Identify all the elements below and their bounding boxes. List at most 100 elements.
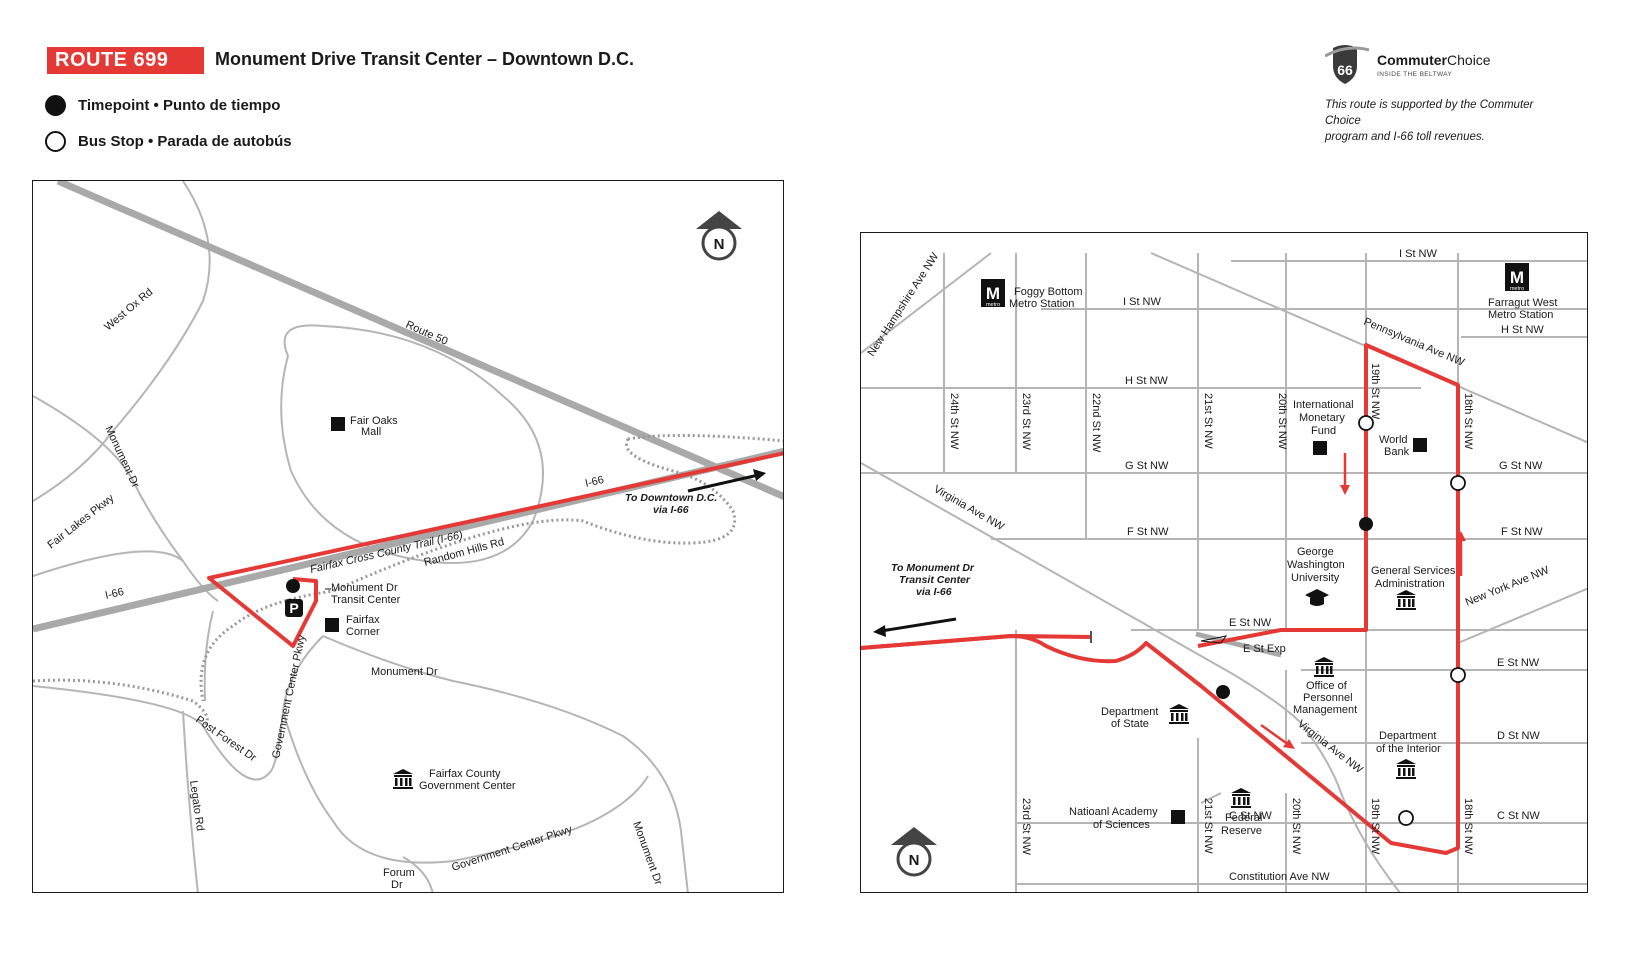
e-st-right-label: E St NW [1497, 657, 1540, 669]
f-st-left-label: F St NW [1127, 526, 1169, 538]
nas-label-1: Natioanl Academy [1069, 806, 1158, 818]
st-19-south-label: 19th St NW [1369, 798, 1381, 855]
pennsylvania-label: Pennsylvania Ave NW [1362, 316, 1467, 369]
gsa-building-icon [1396, 590, 1416, 610]
world-bank-label-2: Bank [1384, 446, 1410, 458]
federal-reserve-building-icon [1231, 788, 1251, 808]
imf-label-1: International [1293, 399, 1354, 411]
metro-word-foggy: metro [986, 302, 1000, 308]
bus-stop-icon [45, 131, 66, 152]
e-st-expressway [1195, 631, 1282, 658]
connector-south [1200, 792, 1222, 804]
cross-county-trail-east [627, 433, 783, 443]
new-york-ave [1457, 587, 1587, 644]
st-23-label: 23rd St NW [1020, 393, 1032, 450]
opm-building-icon [1314, 657, 1334, 677]
forum-label-2: Dr [391, 879, 403, 891]
to-monument-arrowhead [873, 625, 886, 637]
st-23-south-label: 23rd St NW [1020, 798, 1032, 855]
transit-center-label-2: Transit Center [331, 594, 401, 606]
direction-arrow-southeast [1260, 723, 1290, 747]
metro-letter-foggy: M [986, 284, 1000, 303]
constitution-label: Constitution Ave NW [1229, 871, 1330, 883]
graduation-cap-icon [1305, 589, 1329, 606]
i-st-top-label: I St NW [1399, 248, 1438, 260]
timepoint-19th-f [1359, 517, 1373, 531]
interior-label-1: Department [1379, 730, 1436, 742]
legend-bus-stop-label: Bus Stop • Parada de autobús [78, 133, 292, 150]
fairfax-corner-label-1: Fairfax [346, 614, 380, 626]
legend-timepoint-label: Timepoint • Punto de tiempo [78, 97, 281, 114]
fair-lakes-pkwy [33, 550, 184, 577]
north-arrow-label-dc: N [909, 852, 920, 869]
fed-label-2: Reserve [1221, 825, 1262, 837]
fair-oaks-label-1: Fair Oaks [350, 415, 398, 427]
monument-dr-se-label: Monument Dr [630, 820, 664, 887]
new-york-label: New York Ave NW [1464, 564, 1552, 609]
bus-stop-18th-e [1450, 667, 1466, 683]
state-building-icon [1169, 704, 1189, 724]
bus-stop-18th-g [1450, 475, 1466, 491]
logo-number: 66 [1337, 62, 1353, 78]
h-st-left-label: H St NW [1125, 375, 1168, 387]
imf-marker [1313, 441, 1327, 455]
fair-oaks-label-2: Mall [361, 426, 381, 438]
virginia-curve [1300, 722, 1401, 892]
forum-dr [402, 856, 434, 892]
foggy-bottom-metro-icon: M metro [981, 279, 1005, 308]
gsa-label-2: Administration [1375, 578, 1445, 590]
county-gov-building-icon [393, 769, 413, 789]
state-label-1: Department [1101, 706, 1158, 718]
bus-stop-imf [1358, 415, 1374, 431]
new-hampshire-ave [861, 252, 992, 354]
logo-name-bold: Commuter [1377, 52, 1448, 68]
map-downtown-dc: To Monument Dr Transit Center via I-66 M… [860, 232, 1588, 893]
legato-rd [182, 710, 199, 892]
state-label-2: of State [1111, 718, 1149, 730]
opm-label-2: Personnel [1303, 692, 1353, 704]
st-18-label: 18th St NW [1462, 393, 1474, 450]
funding-note: This route is supported by the Commuter … [1325, 97, 1555, 145]
fair-oaks-ring-road [280, 324, 544, 565]
parking-icon [285, 599, 303, 617]
commuter-choice-logo: 66 CommuterChoice INSIDE THE BELTWAY [1325, 45, 1491, 84]
monument-dr-north [33, 395, 219, 602]
to-dc-arrow [687, 472, 764, 493]
parking-label: P [289, 600, 298, 616]
cross-county-trail-west [33, 678, 209, 727]
g-st-left-label: G St NW [1125, 460, 1169, 472]
svg-text:CommuterChoice: CommuterChoice [1377, 52, 1491, 68]
legend-bus-stop: Bus Stop • Parada de autobús [45, 131, 292, 152]
transit-center-label-1: Monument Dr [331, 582, 398, 594]
g-st-right-label: G St NW [1499, 460, 1543, 472]
fed-label-1: Federal [1225, 812, 1262, 824]
timepoint-icon [45, 95, 66, 116]
world-bank-label-1: World [1379, 434, 1408, 446]
post-forest-label: Post Forest Dr [193, 714, 258, 765]
logo-name-light: Choice [1447, 52, 1491, 68]
west-ox-rd-label: West Ox Rd [102, 286, 155, 333]
fairfax-corner-label-2: Corner [346, 626, 380, 638]
fair-lakes-label: Fair Lakes Pkwy [45, 492, 116, 551]
new-hampshire-label: New Hampshire Ave NW [865, 250, 941, 358]
st-22-label: 22nd St NW [1090, 393, 1102, 453]
timepoint-monument-dr [286, 579, 300, 593]
timepoint-virginia-ave [1216, 685, 1230, 699]
virginia-ave-nw [861, 462, 1302, 724]
f-st-right-label: F St NW [1501, 526, 1543, 538]
map-fairfax: To Downtown D.C. via I-66 P Monument Dr … [32, 180, 784, 893]
st-20-label: 20th St NW [1276, 393, 1288, 450]
foggy-bottom-label-2: Metro Station [1009, 298, 1074, 310]
gov-center-pkwy-north [270, 635, 324, 772]
route-title: Monument Drive Transit Center – Downtown… [215, 49, 635, 69]
st-21-south-label: 21st St NW [1202, 798, 1214, 854]
i-st-left-label: I St NW [1123, 296, 1162, 308]
gov-center-pkwy-label-south: Government Center Pkwy [450, 823, 574, 873]
c-st-left-label: C St NW [1229, 810, 1272, 822]
funding-note-line2: program and I-66 toll revenues. [1325, 131, 1485, 143]
route-50-highway [56, 181, 783, 500]
funding-note-line1: This route is supported by the Commuter … [1325, 99, 1534, 127]
route-badge: ROUTE 699 [47, 47, 204, 74]
c-st-right-label: C St NW [1497, 810, 1540, 822]
fairfax-corner-marker [325, 618, 339, 632]
